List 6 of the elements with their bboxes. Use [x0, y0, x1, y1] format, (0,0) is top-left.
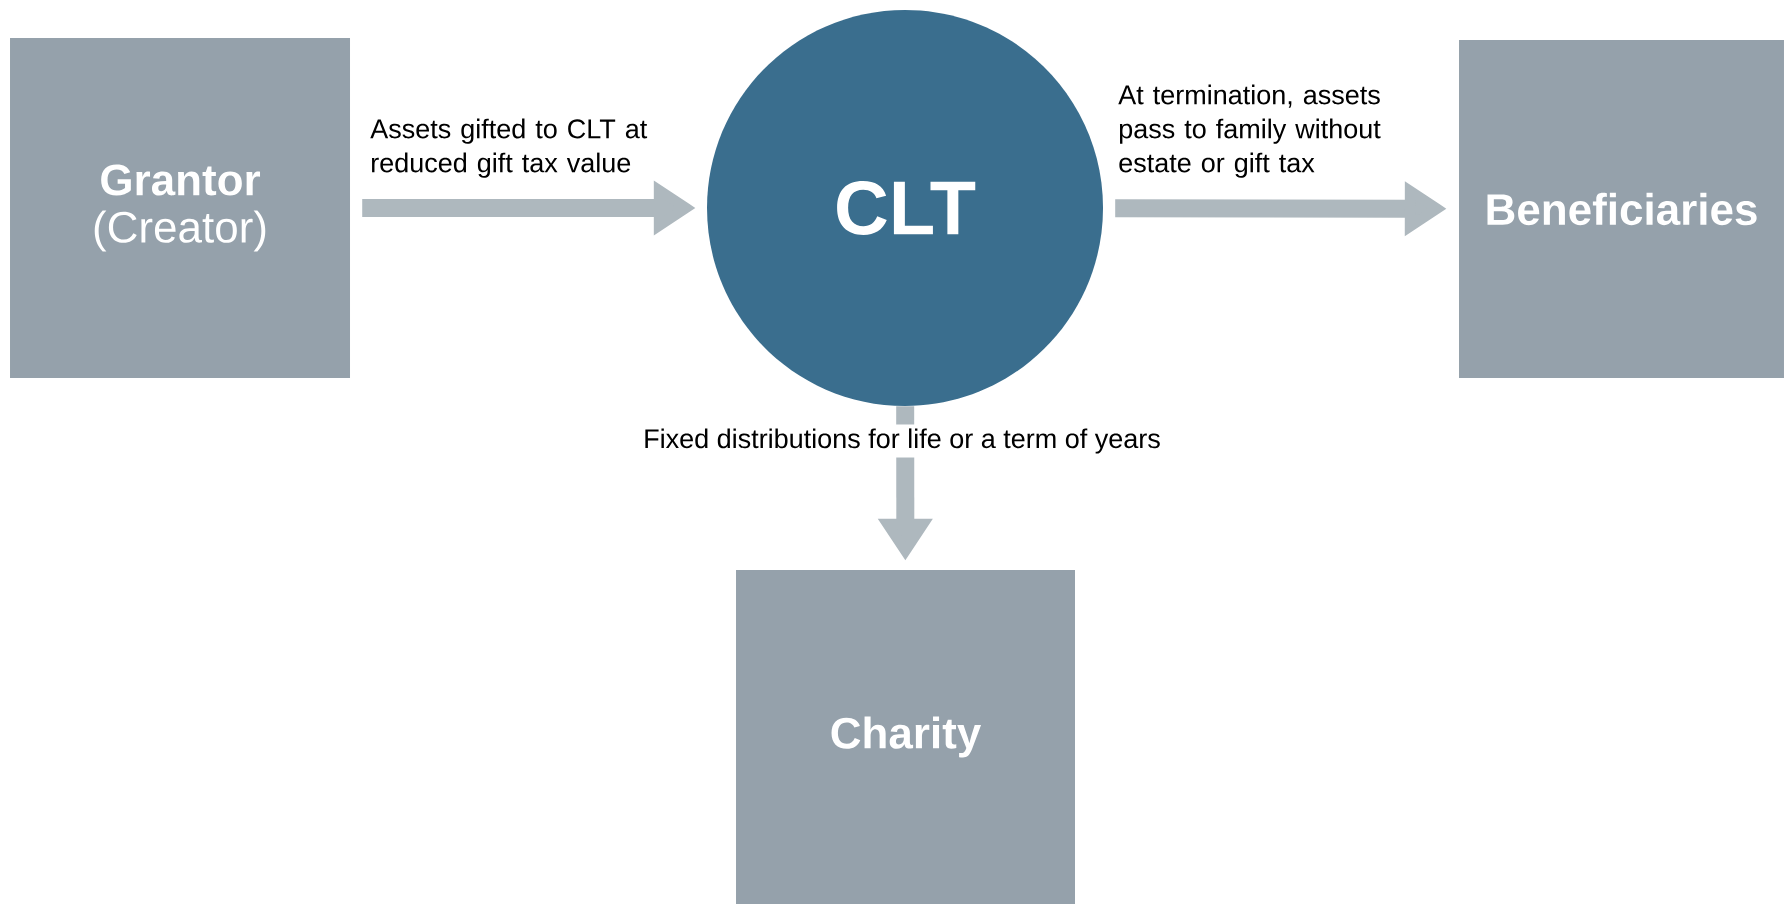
box: Grantor (Creator) — [10, 38, 350, 378]
edge-label: Fixed distributions for life or a term of years — [639, 424, 1165, 458]
box: Beneficiaries — [1459, 40, 1784, 378]
edge-label: Assets gifted to CLT at reduced gift tax value — [370, 118, 648, 178]
box: Charity — [736, 570, 1075, 904]
edge-label: At termination, assets pass to family without estate or gift tax — [1118, 84, 1381, 178]
